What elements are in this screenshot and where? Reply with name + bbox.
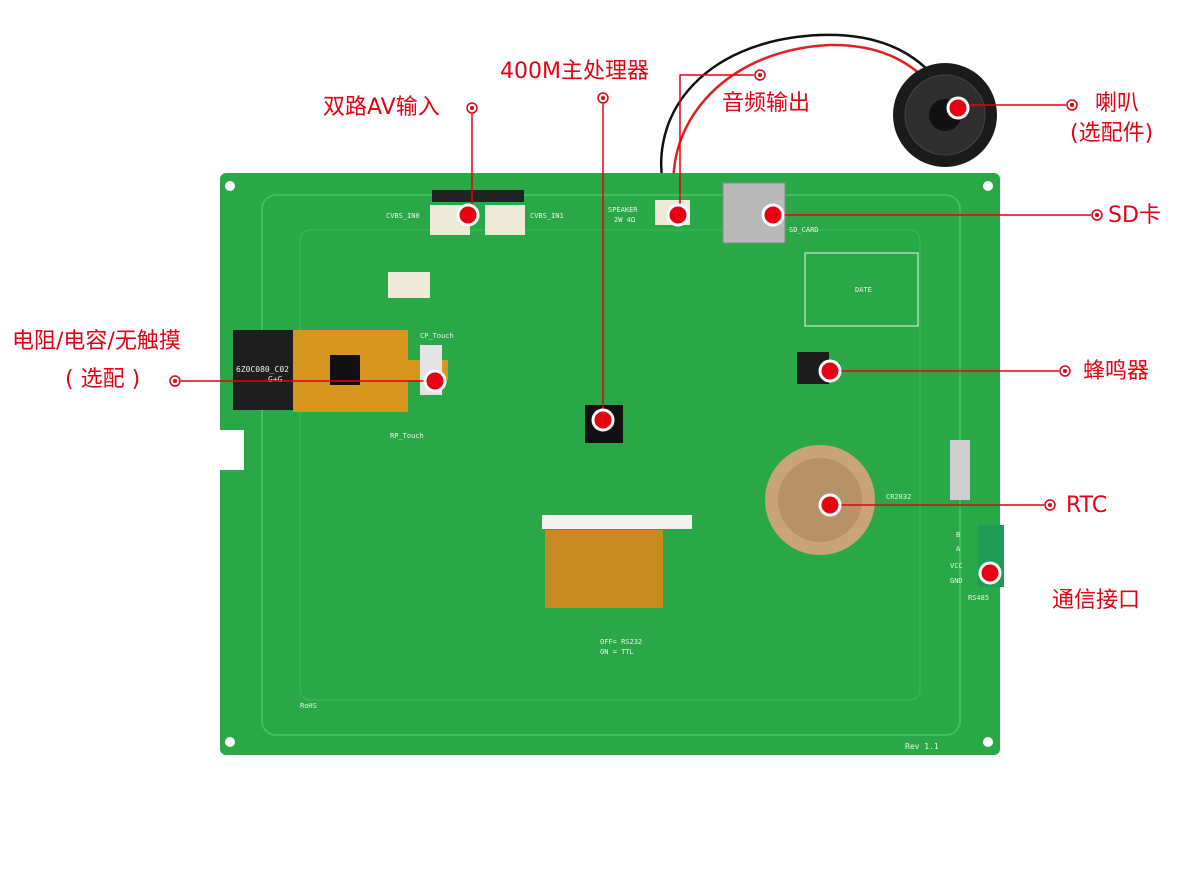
silk-speaker: SPEAKER: [608, 206, 638, 214]
label-av-input: 双路AV输入: [323, 95, 440, 120]
silk-cvbs0: CVBS_IN0: [386, 212, 420, 220]
silk-fpc-sub: G+G: [268, 375, 283, 384]
pin-header: [432, 190, 524, 202]
silk-cvbs1: CVBS_IN1: [530, 212, 564, 220]
lcd-connector: [542, 515, 692, 529]
silk-rp-touch: RP_Touch: [390, 432, 424, 440]
touch-fpc-black: [233, 330, 293, 410]
silk-pin-vcc: VCC: [950, 562, 963, 570]
mounting-holes: [225, 181, 993, 747]
silk-battery: CR2032: [886, 493, 911, 501]
silk-jumper: OFF= RS232: [600, 638, 642, 646]
callout-end-markers: [169, 69, 1103, 511]
label-audio-out: 音频输出: [722, 91, 811, 116]
white-connector: [388, 272, 430, 298]
label-touch: 电阻/电容/无触摸: [12, 329, 181, 354]
touch-controller-chip: [330, 355, 360, 385]
label-touch-optional: ( 选配 ): [65, 367, 141, 392]
silk-pin-b: B: [956, 531, 960, 539]
silk-jumper2: ON = TTL: [600, 648, 634, 656]
silk-sd: SD_CARD: [789, 226, 819, 234]
silk-fpc-model: 6Z0C080_C02: [236, 365, 289, 374]
label-comm-interface: 通信接口: [1052, 588, 1141, 613]
label-rtc: RTC: [1066, 493, 1108, 518]
silk-date: DATE: [855, 286, 872, 294]
silk-rs485: RS485: [968, 594, 989, 602]
label-cpu: 400M主处理器: [500, 59, 649, 84]
silk-rev: Rev 1.1: [905, 742, 939, 751]
silk-cp-touch: CP_Touch: [420, 332, 454, 340]
silk-pin-a: A: [956, 545, 961, 553]
speaker-icon: [893, 63, 997, 167]
label-speaker-optional: (选配件): [1070, 121, 1154, 146]
date-box: [804, 252, 919, 327]
av-connector-1: [485, 205, 525, 235]
silk-pin-gnd: GND: [950, 577, 963, 585]
label-speaker: 喇叭: [1095, 91, 1140, 116]
callout-target-dots: [423, 96, 1002, 585]
pcb-board: CVBS_IN0 CVBS_IN1 SPEAKER 2W 4Ω SD_CARD …: [214, 173, 1004, 755]
callout-lines: [181, 74, 1091, 506]
label-buzzer: 蜂鸣器: [1083, 359, 1150, 384]
speaker-wire-black: [659, 33, 946, 206]
lcd-fpc: [545, 530, 663, 608]
label-sd-card: SD卡: [1108, 203, 1161, 228]
silk-speaker-spec: 2W 4Ω: [614, 216, 635, 224]
silk-rohs: RoHS: [300, 702, 317, 710]
side-connector: [950, 440, 970, 500]
speaker-wire-red: [672, 43, 941, 206]
